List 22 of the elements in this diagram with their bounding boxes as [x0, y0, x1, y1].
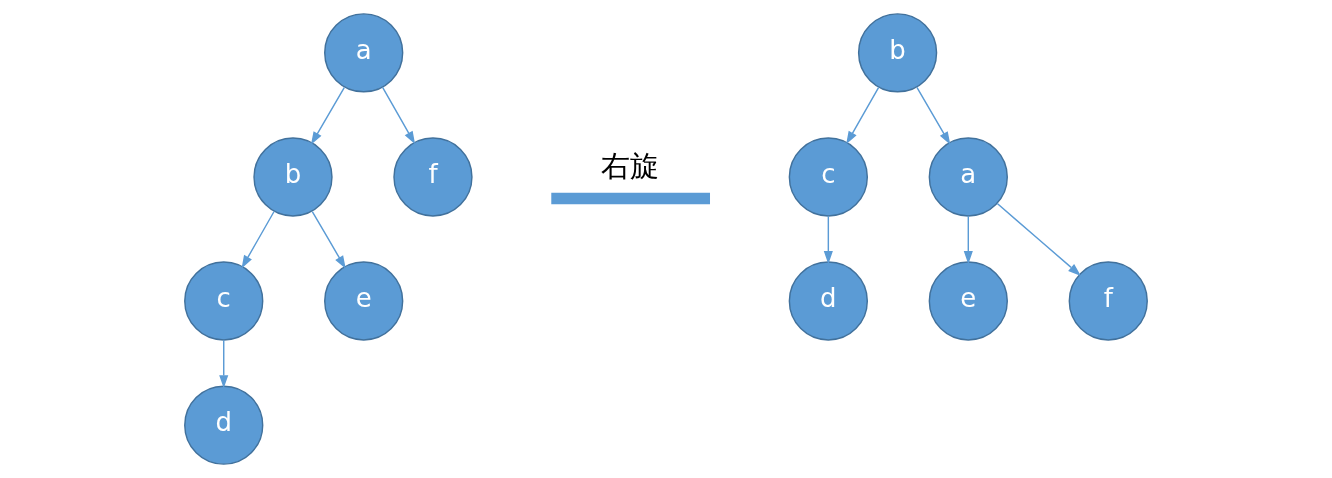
arrow	[846, 86, 880, 145]
node-circle: a	[324, 13, 404, 93]
arrow	[310, 86, 346, 145]
arrow	[381, 86, 416, 145]
arrow	[916, 86, 951, 145]
label: 右旋	[601, 148, 660, 183]
node-circle: f	[393, 137, 473, 217]
node-circle: e	[324, 261, 404, 341]
node-circle: e	[928, 261, 1008, 341]
arrow	[241, 210, 275, 269]
arrow	[219, 339, 229, 389]
arrow	[996, 202, 1081, 276]
node-circle: d	[184, 385, 264, 465]
node-circle: a	[928, 137, 1008, 217]
node-circle: b	[253, 137, 333, 217]
node-circle: c	[184, 261, 264, 341]
node-circle: c	[788, 137, 868, 217]
node-circle: b	[857, 13, 938, 93]
arrow	[963, 215, 973, 265]
node-circle: d	[788, 261, 868, 341]
arrow	[311, 210, 346, 269]
arrow	[823, 215, 833, 265]
